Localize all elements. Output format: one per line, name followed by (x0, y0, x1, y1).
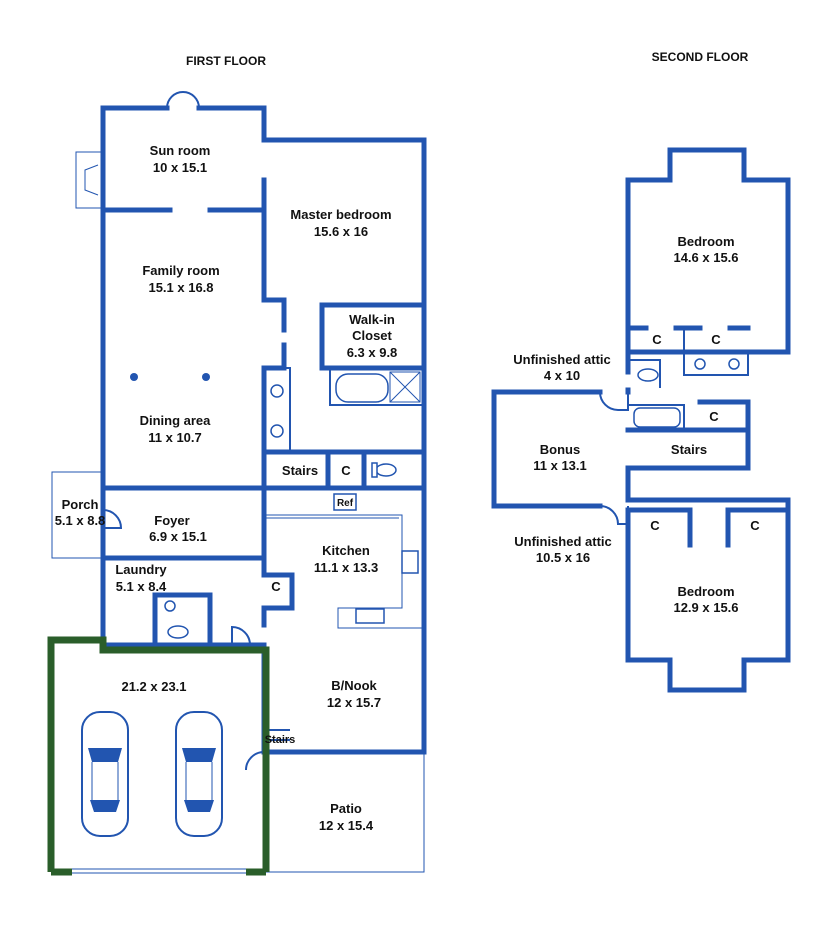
garage-size: 21.2 x 23.1 (121, 679, 186, 694)
sink-icon (270, 424, 284, 438)
b-nook-size: 12 x 15.7 (327, 695, 381, 710)
unfinished-attic-top-size: 4 x 10 (544, 368, 580, 383)
french-door (166, 91, 200, 109)
shower-icon (389, 371, 421, 403)
sun-room-size: 10 x 15.1 (153, 160, 207, 175)
first-floor-walls (51, 91, 427, 873)
toilet-icon (167, 625, 189, 639)
dining-area-label: Dining area (140, 413, 212, 428)
refrigerator (333, 493, 357, 511)
laundry-size: 5.1 x 8.4 (116, 579, 167, 594)
master-bedroom-label: Master bedroom (290, 207, 391, 222)
closet-c2-label: C (711, 332, 721, 347)
foyer-size: 6.9 x 15.1 (149, 529, 207, 544)
car-icon (175, 711, 223, 837)
stairs-label: Stairs (282, 463, 318, 478)
kitchen-size: 11.1 x 13.3 (314, 560, 378, 575)
patio-size: 12 x 15.4 (319, 818, 374, 833)
nook-stairs-label: Stairs (265, 734, 296, 746)
first-floor-title: FIRST FLOOR (186, 54, 266, 68)
cooktop-icon (401, 550, 419, 574)
toilet-icon (375, 463, 397, 477)
bonus-size: 11 x 13.1 (533, 458, 587, 473)
unfinished-attic-bottom-size: 10.5 x 16 (536, 550, 590, 565)
master-bedroom-size: 15.6 x 16 (314, 224, 368, 239)
bedroom-top-size: 14.6 x 15.6 (673, 250, 738, 265)
patio-label: Patio (330, 801, 362, 816)
b-nook-label: B/Nook (331, 678, 377, 693)
toilet-tank (371, 462, 378, 478)
closet-c4-label: C (650, 518, 660, 533)
closet-c3-label: C (709, 409, 719, 424)
second-floor-title: SECOND FLOOR (652, 50, 749, 64)
kitchen-sink-icon (355, 608, 385, 624)
porch-size: 5.1 x 8.8 (55, 513, 106, 528)
sun-room-label: Sun room (150, 143, 211, 158)
toilet-icon (637, 368, 659, 382)
dining-area-size: 11 x 10.7 (148, 430, 202, 445)
second-floor-walls (491, 147, 791, 693)
bedroom-bottom-size: 12.9 x 15.6 (673, 600, 738, 615)
foyer-label: Foyer (154, 513, 189, 528)
car-icon (81, 711, 129, 837)
family-room-label: Family room (142, 263, 219, 278)
bedroom-bottom-label: Bedroom (677, 584, 734, 599)
walk-in-closet-size: 6.3 x 9.8 (347, 345, 398, 360)
laundry-label: Laundry (115, 562, 167, 577)
walk-in-closet-label-1: Walk-in (349, 312, 395, 327)
family-room-size: 15.1 x 16.8 (148, 280, 213, 295)
kitchen-label: Kitchen (322, 543, 370, 558)
sink-icon (270, 384, 284, 398)
fireplace-icon (75, 151, 103, 209)
sink-icon (164, 600, 176, 612)
bathtub-icon (633, 407, 681, 428)
unfinished-attic-top-label: Unfinished attic (513, 352, 611, 367)
bedroom-top-label: Bedroom (677, 234, 734, 249)
closet-c5-label: C (750, 518, 760, 533)
laundry-closet-label: C (271, 579, 281, 594)
garage (47, 636, 270, 876)
porch-label: Porch (62, 497, 99, 512)
closet-c1-label: C (652, 332, 662, 347)
second-floor-stairs-label: Stairs (671, 442, 707, 457)
bathtub-icon (335, 373, 389, 403)
closet-label: C (341, 463, 351, 478)
unfinished-attic-bottom-label: Unfinished attic (514, 534, 612, 549)
walk-in-closet-label-2: Closet (352, 328, 392, 343)
ref-label: Ref (337, 498, 354, 509)
bonus-label: Bonus (540, 442, 580, 457)
